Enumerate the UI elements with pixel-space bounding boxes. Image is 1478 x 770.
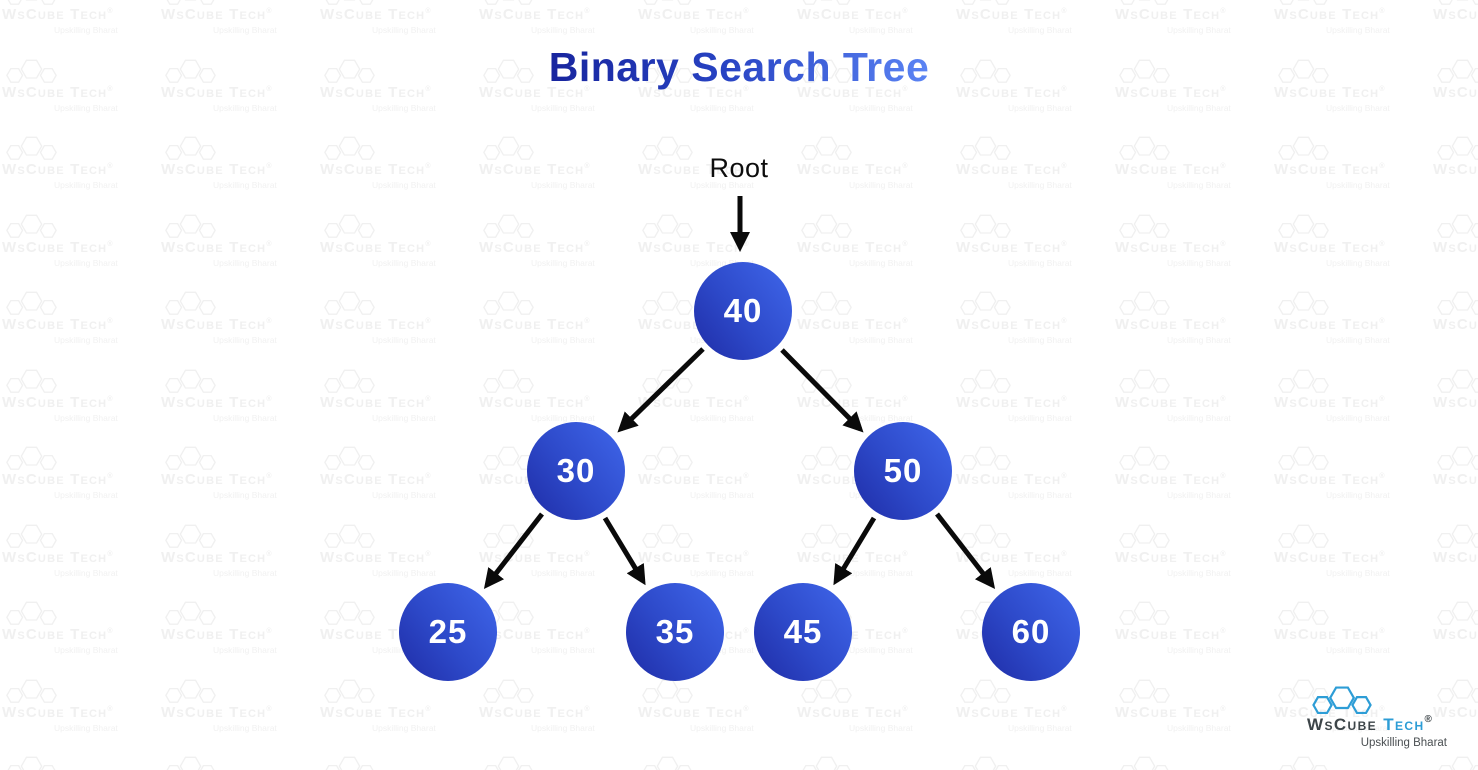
tree-node-25: 25: [399, 583, 497, 681]
edge-50-45: [833, 516, 877, 586]
logo-registered-mark: ®: [1424, 714, 1432, 725]
logo-brand-second: Tech: [1383, 715, 1425, 734]
edge-30-25: [483, 512, 544, 589]
tree-node-40: 40: [694, 262, 792, 360]
tree-node-35: 35: [626, 583, 724, 681]
logo-brand: WsCube Tech®: [1307, 714, 1453, 734]
tree-node-30: 30: [527, 422, 625, 520]
tree-node-60: 60: [982, 583, 1080, 681]
logo-brand-first: WsCube: [1307, 715, 1378, 734]
edge-50-60: [935, 512, 996, 589]
edge-40-30: [617, 347, 705, 433]
wscube-logo: WsCube Tech® Upskilling Bharat: [1307, 686, 1453, 749]
tree-node-45: 45: [754, 583, 852, 681]
page-title: Binary Search Tree: [548, 44, 930, 90]
wscube-hexagons-icon: [1312, 686, 1372, 715]
root-label: Root: [709, 153, 769, 183]
logo-tagline: Upskilling Bharat: [1360, 737, 1447, 749]
edge-30-35: [602, 516, 646, 586]
tree-node-50: 50: [854, 422, 952, 520]
edge-40-50: [780, 348, 864, 433]
